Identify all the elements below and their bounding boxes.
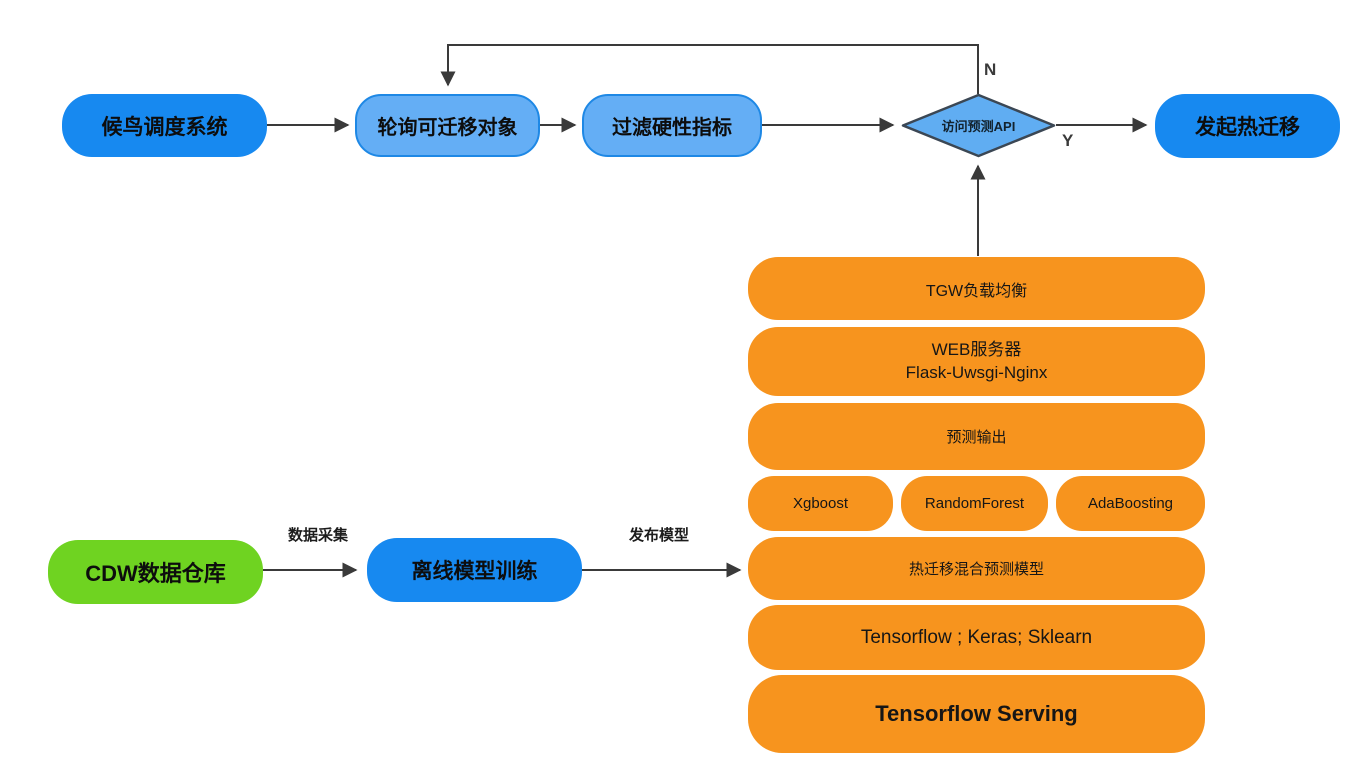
node-cdw-warehouse: CDW数据仓库	[48, 540, 263, 604]
stack-ml-frameworks: Tensorflow ; Keras; Sklearn	[748, 605, 1205, 670]
web-server-line2: Flask-Uwsgi-Nginx	[905, 362, 1048, 382]
node-poll-migratable: 轮询可迁移对象	[355, 94, 540, 157]
stack-hybrid-prediction-model: 热迁移混合预测模型	[748, 537, 1205, 600]
stack-model-adaboosting: AdaBoosting	[1056, 476, 1205, 531]
decision-label: 访问预测API	[941, 119, 1016, 134]
decision-diamond-shape	[901, 93, 1056, 158]
stack-predict-output: 预测输出	[748, 403, 1205, 470]
connector-decision-no-loop-to-poll	[440, 44, 979, 94]
node-start-migration: 发起热迁移	[1155, 94, 1340, 158]
edge-label-no: N	[984, 60, 997, 79]
edge-label-yes: Y	[1062, 131, 1074, 150]
stack-tgw-load-balancer: TGW负载均衡	[748, 257, 1205, 320]
node-decision-predict-api: 访问预测API	[900, 93, 1057, 158]
edge-label-data-collect: 数据采集	[287, 527, 348, 544]
stack-model-xgboost: Xgboost	[748, 476, 893, 531]
web-server-line1: WEB服务器	[931, 339, 1022, 359]
stack-tensorflow-serving: Tensorflow Serving	[748, 675, 1205, 753]
edge-label-publish-model: 发布模型	[628, 527, 689, 544]
node-filter-hard-metrics: 过滤硬性指标	[582, 94, 762, 157]
stack-web-server: WEB服务器 Flask-Uwsgi-Nginx	[748, 327, 1205, 396]
stack-model-randomforest: RandomForest	[901, 476, 1048, 531]
node-scheduler: 候鸟调度系统	[62, 94, 267, 157]
node-offline-model-training: 离线模型训练	[367, 538, 582, 602]
